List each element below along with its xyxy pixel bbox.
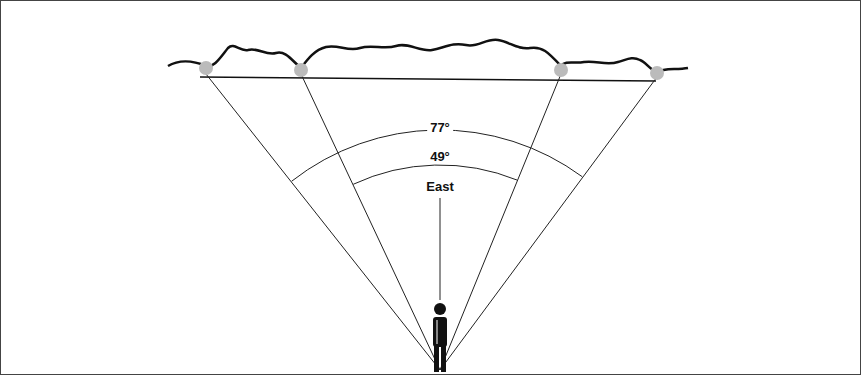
sight-line xyxy=(440,74,561,370)
angle-label: 77° xyxy=(427,121,453,135)
horizon-dots xyxy=(199,61,664,80)
observer-figure xyxy=(433,303,447,372)
sight-lines xyxy=(206,74,657,370)
observer-head xyxy=(434,303,446,315)
horizon-dot xyxy=(554,63,568,77)
observer-leg xyxy=(441,345,446,372)
sight-line xyxy=(440,77,657,370)
observer-shading xyxy=(436,320,438,344)
horizon-dot xyxy=(294,63,308,77)
observer-highlight xyxy=(436,320,438,344)
sight-line xyxy=(206,74,440,370)
angle-label: 49° xyxy=(427,150,453,164)
horizon-line xyxy=(200,77,656,81)
observer-leg xyxy=(434,345,439,372)
observer-body xyxy=(433,317,447,347)
horizon-dot xyxy=(199,61,213,75)
east-line xyxy=(440,198,441,300)
angle-arc xyxy=(292,130,583,181)
horizon-dot xyxy=(650,66,664,80)
direction-label: East xyxy=(423,180,456,194)
sight-line xyxy=(301,74,440,370)
ridge-line xyxy=(168,40,688,72)
